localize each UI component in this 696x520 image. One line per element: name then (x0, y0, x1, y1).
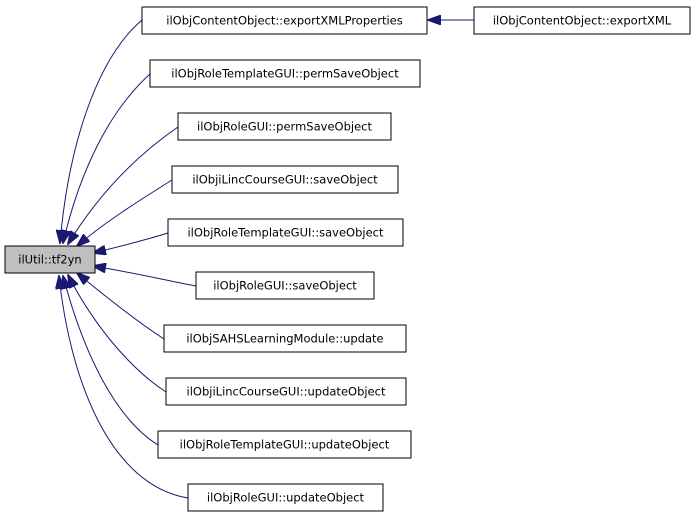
node-box (187, 483, 384, 512)
node-box (473, 6, 691, 35)
node-label: ilObjContentObject::exportXMLProperties (166, 14, 402, 28)
caller-node-roletemplate-updateobject[interactable]: ilObjRoleTemplateGUI::updateObject (157, 430, 412, 459)
edge-sahs-update-to-tf2yn (77, 273, 165, 340)
edge-exportxmlproperties-to-tf2yn (60, 19, 143, 243)
node-label: ilObjContentObject::exportXML (493, 14, 672, 28)
node-box (157, 430, 412, 459)
caller-node-exportxmlproperties[interactable]: ilObjContentObject::exportXMLProperties (141, 6, 428, 35)
node-box (195, 271, 375, 300)
caller-node-role-permsaveobject[interactable]: ilObjRoleGUI::permSaveObject (177, 112, 392, 141)
caller-node-roletemplate-permsaveobject[interactable]: ilObjRoleTemplateGUI::permSaveObject (149, 59, 421, 88)
caller-node-roletemplate-saveobject[interactable]: ilObjRoleTemplateGUI::saveObject (167, 218, 404, 247)
caller-node-role-saveobject[interactable]: ilObjRoleGUI::saveObject (195, 271, 375, 300)
node-label: ilObjiLincCourseGUI::saveObject (192, 173, 378, 187)
focus-node-box (4, 245, 96, 274)
node-label: ilObjSAHSLearningModule::update (186, 332, 383, 346)
edge-ilinc-saveobject-to-tf2yn (77, 179, 173, 246)
node-box (167, 218, 404, 247)
node-box (149, 59, 421, 88)
node-label: ilObjRoleTemplateGUI::permSaveObject (171, 67, 399, 81)
focus-node-label: ilUtil::tf2yn (18, 253, 81, 267)
node-label: ilObjRoleTemplateGUI::updateObject (180, 438, 390, 452)
node-box (163, 324, 407, 353)
edge-role-saveobject-to-tf2yn (93, 266, 197, 287)
edge-roletemplate-updateobject-to-tf2yn (63, 276, 159, 446)
node-label: ilObjRoleGUI::saveObject (213, 279, 357, 293)
node-box (177, 112, 392, 141)
edge-roletemplate-permsave-to-tf2yn (63, 73, 151, 243)
edge-ilinc-updateobject-to-tf2yn (68, 275, 167, 393)
node-label: ilObjRoleTemplateGUI::saveObject (187, 226, 384, 240)
node-label: ilObjRoleGUI::updateObject (207, 491, 365, 505)
node-label: ilObjRoleGUI::permSaveObject (197, 120, 372, 134)
caller-node-role-updateobject[interactable]: ilObjRoleGUI::updateObject (187, 483, 384, 512)
caller-node-sahs-update[interactable]: ilObjSAHSLearningModule::update (163, 324, 407, 353)
caller-node-exportxml[interactable]: ilObjContentObject::exportXML (473, 6, 691, 35)
edges (59, 19, 474, 499)
edge-role-updateobject-to-tf2yn (59, 276, 189, 499)
node-box (165, 377, 407, 406)
node-box (141, 6, 428, 35)
node-label: ilObjiLincCourseGUI::updateObject (187, 385, 386, 399)
edge-roletemplate-saveobject-to-tf2yn (93, 232, 169, 253)
edge-role-permsave-to-tf2yn (68, 126, 179, 244)
node-box (171, 165, 399, 194)
caller-node-ilinc-saveobject[interactable]: ilObjiLincCourseGUI::saveObject (171, 165, 399, 194)
caller-node-ilinc-updateobject[interactable]: ilObjiLincCourseGUI::updateObject (165, 377, 407, 406)
focus-node[interactable]: ilUtil::tf2yn (4, 245, 96, 274)
